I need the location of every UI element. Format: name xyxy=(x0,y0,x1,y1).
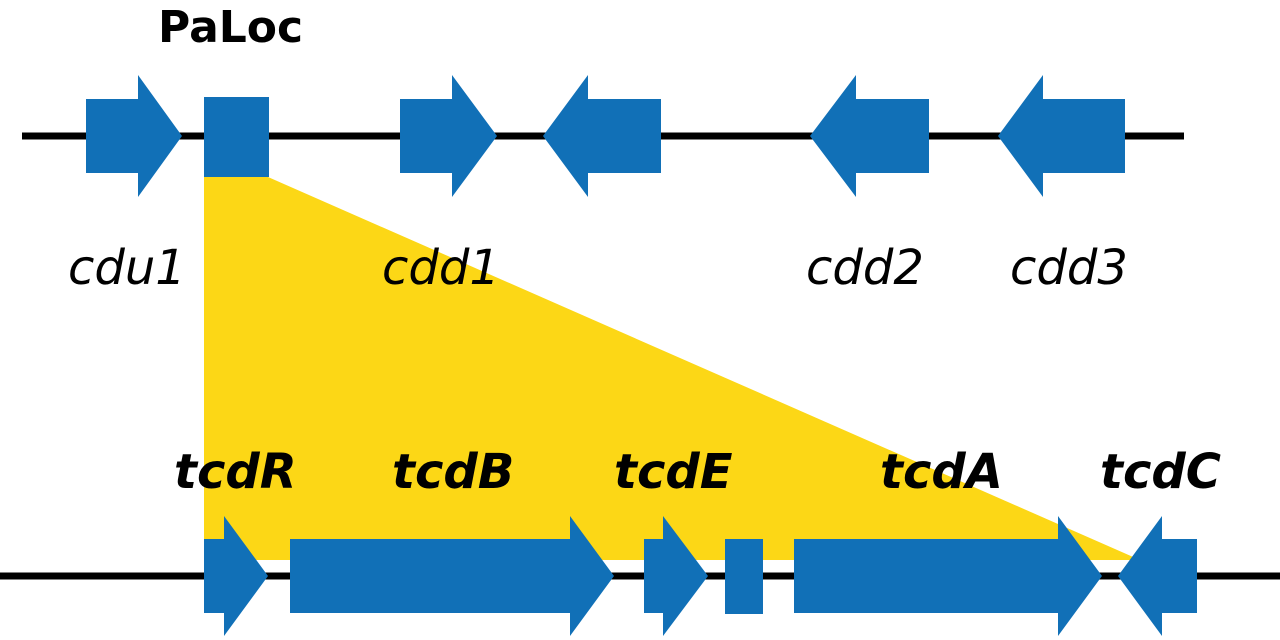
label-cdu1: cdu1 xyxy=(68,240,186,296)
gene-tcdC-arrow xyxy=(1118,516,1197,636)
gene-cdd3-arrow xyxy=(998,75,1125,197)
diagram-title: PaLoc xyxy=(158,2,304,53)
gene-cdu1-arrow xyxy=(86,75,182,197)
gene-tcdB-arrow xyxy=(290,516,614,636)
gene-small-block xyxy=(725,539,763,614)
gene-tcdR-arrow xyxy=(204,516,268,636)
gene-upper-reverse-arrow-1 xyxy=(543,75,661,197)
gene-paloc-block xyxy=(204,97,269,177)
gene-tcdA-arrow xyxy=(794,516,1102,636)
label-cdd2: cdd2 xyxy=(806,240,924,296)
paloc-zoom-region xyxy=(204,177,1140,560)
gene-tcdE-arrow xyxy=(644,516,708,636)
label-cdd1: cdd1 xyxy=(382,240,500,296)
label-tcdA: tcdA xyxy=(880,444,1003,500)
gene-cdd2-arrow xyxy=(810,75,929,197)
label-tcdR: tcdR xyxy=(174,444,297,500)
label-cdd3: cdd3 xyxy=(1010,240,1128,296)
label-tcdE: tcdE xyxy=(614,444,733,500)
label-tcdC: tcdC xyxy=(1100,444,1221,500)
gene-cdd1-arrow xyxy=(400,75,497,197)
label-tcdB: tcdB xyxy=(392,444,515,500)
